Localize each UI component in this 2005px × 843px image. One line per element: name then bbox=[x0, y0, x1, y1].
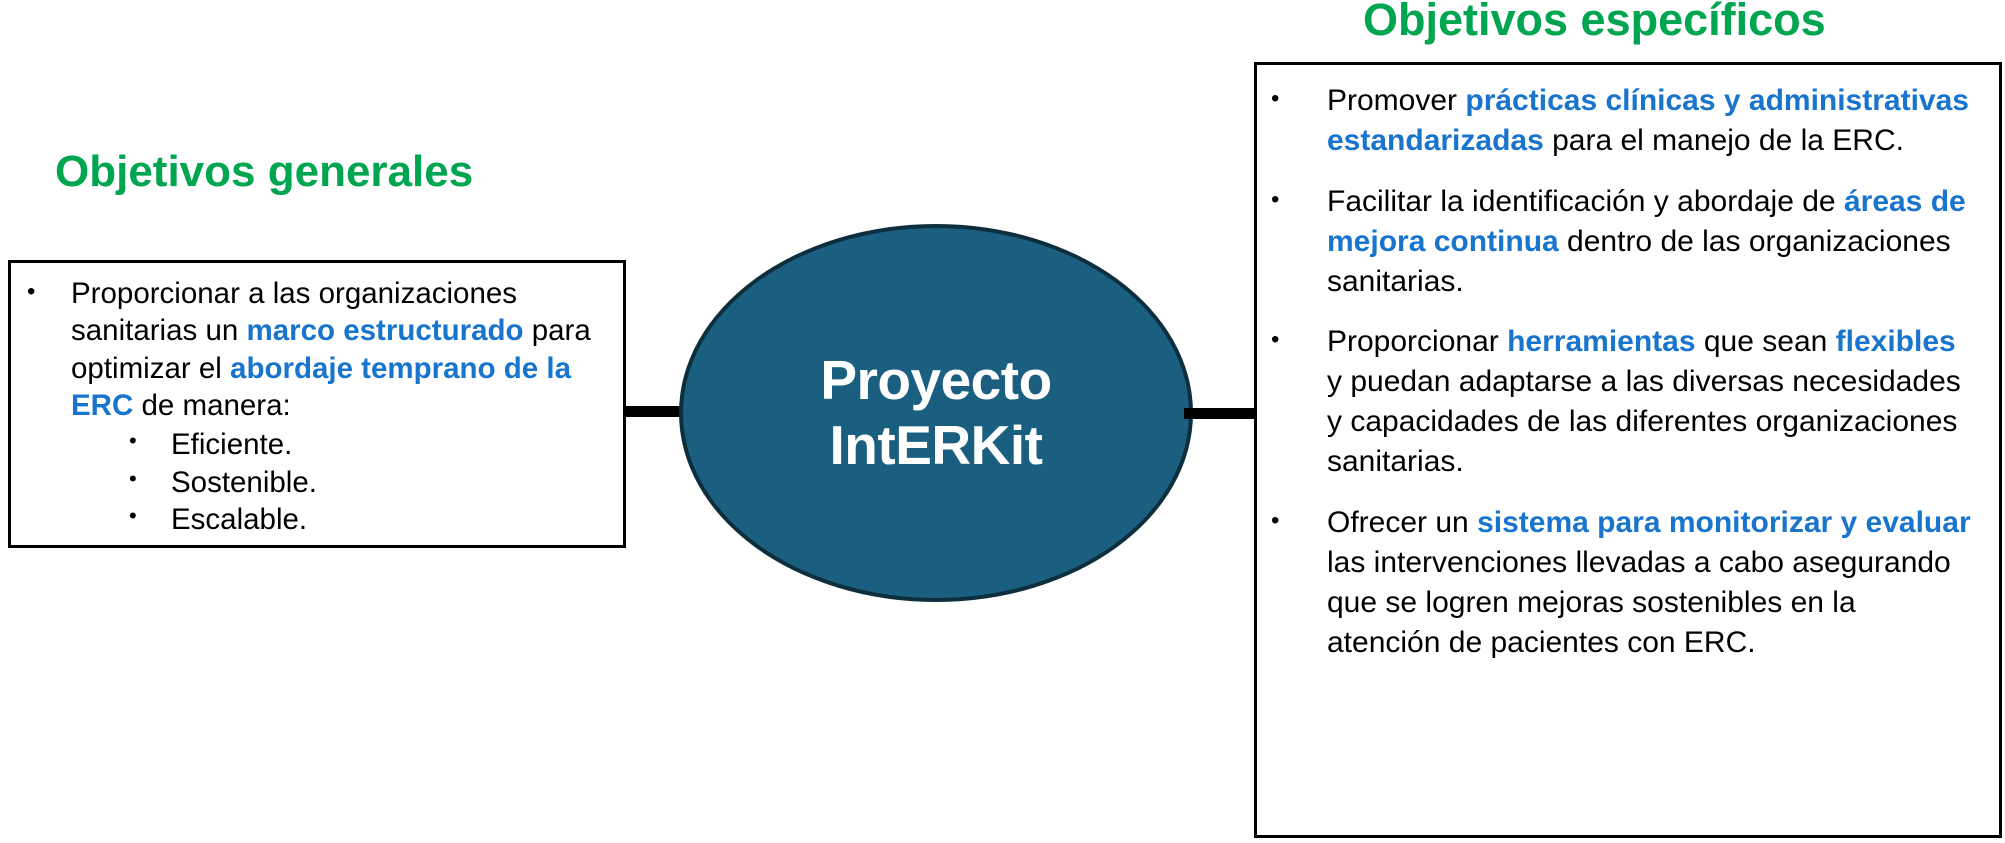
sub-list-item: • Eficiente. bbox=[129, 426, 609, 463]
highlighted-phrase: prácticas clínicas y administrativas est… bbox=[1327, 84, 1969, 157]
plain-phrase: Proporcionar a las organizaciones sanita… bbox=[71, 277, 518, 348]
list-item: • Facilitar la identificación y abordaje… bbox=[1267, 182, 1977, 302]
list-item-text: Facilitar la identificación y abordaje d… bbox=[1327, 182, 1977, 302]
list-item-text: Proporcionar a las organizaciones sanita… bbox=[71, 275, 609, 539]
highlighted-phrase: abordaje temprano de la ERC bbox=[71, 351, 572, 422]
highlighted-phrase: herramientas bbox=[1507, 325, 1696, 359]
rich-text-general-0: Proporcionar a las organizaciones sanita… bbox=[71, 277, 591, 422]
bullet-icon: • bbox=[27, 278, 36, 305]
connector-line-left bbox=[623, 406, 689, 417]
highlighted-phrase: sistema para monitorizar y evaluar bbox=[1477, 506, 1971, 540]
plain-phrase: Promover bbox=[1327, 84, 1466, 117]
bullet-icon: • bbox=[1271, 85, 1280, 112]
bullet-icon: • bbox=[1271, 326, 1280, 354]
bullet-icon: • bbox=[1271, 507, 1280, 535]
objetivos-generales-list: • Proporcionar a las organizaciones sani… bbox=[11, 263, 623, 539]
objetivos-especificos-box: • Promover prácticas clínicas y administ… bbox=[1254, 62, 2002, 838]
plain-phrase: para el manejo de la ERC. bbox=[1543, 123, 1904, 157]
plain-phrase: que sean bbox=[1695, 325, 1836, 359]
list-item: • Promover prácticas clínicas y administ… bbox=[1267, 81, 1977, 161]
list-item-text: Proporcionar herramientas que sean flexi… bbox=[1327, 322, 1977, 482]
highlighted-phrase: áreas de mejora continua bbox=[1327, 184, 1966, 258]
plain-phrase: y puedan adaptarse a las diversas necesi… bbox=[1327, 365, 1961, 479]
objetivos-generales-sublist: • Eficiente. • Sostenible. • Escalable. bbox=[71, 426, 609, 538]
page-title-objetivos-generales: Objetivos generales bbox=[55, 147, 474, 196]
bullet-icon: • bbox=[129, 428, 137, 454]
sub-list-item: • Escalable. bbox=[129, 501, 609, 538]
highlighted-phrase: flexibles bbox=[1835, 325, 1956, 359]
central-node-line-1: Proyecto bbox=[820, 349, 1052, 412]
bullet-icon: • bbox=[1271, 185, 1280, 213]
plain-phrase: Ofrecer un bbox=[1327, 506, 1478, 540]
highlighted-phrase: marco estructurado bbox=[246, 314, 524, 348]
central-node-line-2: IntERKit bbox=[829, 414, 1043, 476]
plain-phrase: de manera: bbox=[133, 388, 291, 422]
rich-text-right-1: Facilitar la identificación y abordaje d… bbox=[1327, 185, 1966, 298]
plain-phrase: Facilitar la identificación y abordaje d… bbox=[1327, 184, 1844, 218]
list-item: • Proporcionar herramientas que sean fle… bbox=[1267, 322, 1977, 482]
plain-phrase: las intervenciones llevadas a cabo asegu… bbox=[1327, 545, 1951, 659]
objetivos-generales-box: • Proporcionar a las organizaciones sani… bbox=[8, 260, 626, 548]
rich-text-right-2: Proporcionar herramientas que sean flexi… bbox=[1327, 325, 1961, 478]
sub-list-item-label: Escalable. bbox=[171, 503, 308, 537]
rich-text-right-3: Ofrecer un sistema para monitorizar y ev… bbox=[1327, 506, 1971, 659]
bullet-icon: • bbox=[129, 465, 137, 491]
rich-text-right-0: Promover prácticas clínicas y administra… bbox=[1327, 84, 1969, 157]
sub-list-item-label: Sostenible. bbox=[171, 465, 317, 499]
sub-list-item: • Sostenible. bbox=[129, 464, 609, 501]
list-item: • Proporcionar a las organizaciones sani… bbox=[27, 275, 609, 539]
bullet-icon: • bbox=[129, 503, 137, 529]
list-item: • Ofrecer un sistema para monitorizar y … bbox=[1267, 503, 1977, 663]
connector-line-right bbox=[1184, 408, 1258, 419]
list-item-text: Ofrecer un sistema para monitorizar y ev… bbox=[1327, 503, 1977, 663]
plain-phrase: dentro de las organizaciones sanitarias. bbox=[1327, 224, 1951, 298]
plain-phrase: Proporcionar bbox=[1327, 325, 1508, 359]
central-node-proyecto-interkit: Proyecto IntERKit bbox=[679, 224, 1193, 602]
plain-phrase: para optimizar el bbox=[71, 314, 591, 385]
sub-list-item-label: Eficiente. bbox=[171, 428, 293, 462]
page-title-objetivos-especificos: Objetivos específicos bbox=[1363, 0, 1826, 45]
list-item-text: Promover prácticas clínicas y administra… bbox=[1327, 81, 1977, 161]
objetivos-especificos-list: • Promover prácticas clínicas y administ… bbox=[1257, 65, 1999, 663]
